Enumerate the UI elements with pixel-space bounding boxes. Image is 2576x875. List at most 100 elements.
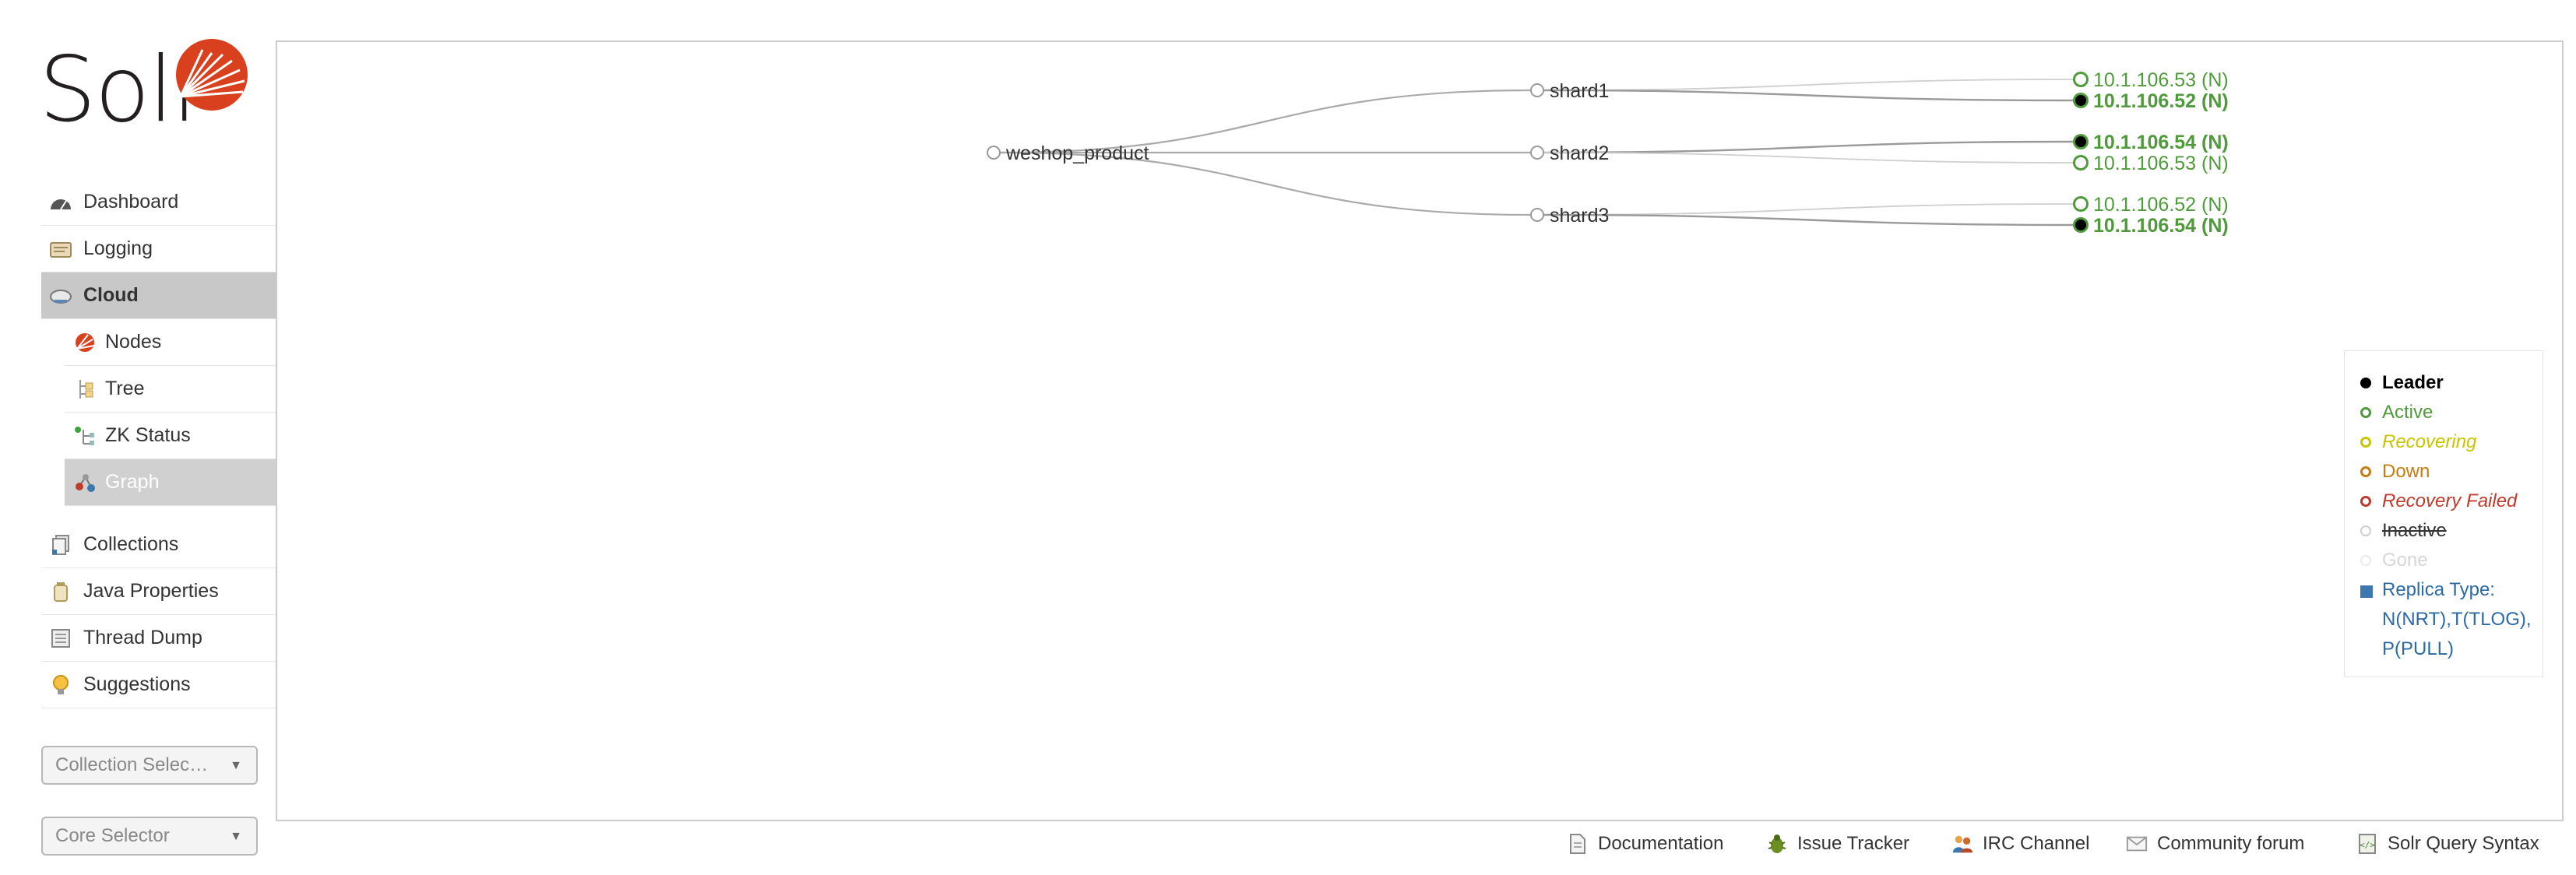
- graph-link: [999, 89, 1532, 154]
- replica-node-label[interactable]: 10.1.106.52 (N): [2093, 90, 2229, 112]
- footer-link-documentation[interactable]: Documentation: [1567, 828, 1723, 859]
- gone-dot-icon: [2360, 555, 2371, 566]
- collection-selector[interactable]: Collection Selec… ▼: [41, 746, 258, 785]
- shard-node-label[interactable]: shard3: [1550, 205, 1609, 227]
- graph-link: [1543, 140, 2075, 154]
- sidebar-item-label: Cloud: [83, 284, 139, 306]
- sidebar-item-label: Tree: [105, 378, 145, 399]
- legend-label: Down: [2382, 461, 2430, 482]
- sidebar-nav: Dashboard Logging Cloud Nodes Tree: [41, 179, 276, 708]
- query-syntax-icon: </>: [2356, 833, 2378, 855]
- sidebar-item-collections[interactable]: Collections: [41, 522, 276, 568]
- shard-node-icon[interactable]: [1530, 208, 1544, 222]
- leader-replica-node-icon[interactable]: [2073, 93, 2089, 108]
- footer-link-issue-tracker[interactable]: Issue Tracker: [1766, 828, 1909, 859]
- sidebar-item-label: Logging: [83, 237, 153, 259]
- footer-link-irc-channel[interactable]: IRC Channel: [1951, 828, 2089, 859]
- sidebar-item-nodes[interactable]: Nodes: [65, 319, 276, 366]
- cloud-icon: [49, 286, 72, 306]
- legend-replica-type-values: N(NRT),T(TLOG),: [2382, 609, 2532, 630]
- core-selector[interactable]: Core Selector ▼: [41, 817, 258, 856]
- legend-label: Leader: [2382, 372, 2444, 393]
- replica-type-square-icon: [2360, 585, 2373, 598]
- sidebar-item-dashboard[interactable]: Dashboard: [41, 179, 276, 226]
- legend-label: Recovery Failed: [2382, 490, 2518, 511]
- collection-selector-value: Collection Selec…: [55, 754, 209, 775]
- graph-link: [1543, 203, 2075, 216]
- leader-dot-icon: [2360, 378, 2371, 388]
- legend-label: Inactive: [2382, 520, 2447, 541]
- shard-node-label[interactable]: shard2: [1550, 142, 1609, 164]
- legend-label: Active: [2382, 402, 2433, 423]
- shard-node-label[interactable]: shard1: [1550, 80, 1609, 102]
- replica-node-icon[interactable]: [2073, 196, 2089, 212]
- replica-node-icon[interactable]: [2073, 72, 2089, 87]
- collections-icon: [49, 534, 72, 555]
- irc-people-icon: [1951, 833, 1973, 855]
- leader-replica-node-icon[interactable]: [2073, 217, 2089, 233]
- legend-replica-type: Replica Type: N(NRT),T(TLOG), P(PULL): [2360, 575, 2543, 664]
- replica-node-label[interactable]: 10.1.106.54 (N): [2093, 132, 2229, 153]
- footer-link-label: IRC Channel: [1983, 833, 2090, 854]
- footer-link-community-forum[interactable]: Community forum: [2126, 828, 2304, 859]
- sidebar-item-graph[interactable]: Graph: [65, 459, 276, 506]
- replica-node-label[interactable]: 10.1.106.52 (N): [2093, 194, 2229, 216]
- sidebar-item-cloud[interactable]: Cloud: [41, 272, 276, 319]
- legend-label: Recovering: [2382, 431, 2477, 452]
- tree-icon: [74, 379, 96, 399]
- recovering-dot-icon: [2360, 437, 2371, 448]
- replica-node-label[interactable]: 10.1.106.53 (N): [2093, 153, 2229, 174]
- collection-node-icon[interactable]: [987, 146, 1001, 160]
- collection-node-label[interactable]: weshop_product: [1005, 142, 1149, 164]
- leader-replica-node-icon[interactable]: [2073, 134, 2089, 149]
- graph-legend: Leader Active Recovering Down Recovery F…: [2344, 350, 2543, 677]
- graph-link: [1543, 152, 2075, 163]
- svg-text:</>: </>: [2360, 840, 2375, 850]
- sidebar-item-suggestions[interactable]: Suggestions: [41, 662, 276, 708]
- mail-icon: [2126, 833, 2148, 855]
- sidebar-item-logging[interactable]: Logging: [41, 226, 276, 272]
- graph-link: [1543, 213, 2075, 227]
- sidebar-item-zk-status[interactable]: ZK Status: [65, 413, 276, 459]
- replica-node-icon[interactable]: [2073, 155, 2089, 170]
- legend-inactive: Inactive: [2360, 516, 2543, 546]
- dashboard-icon: [49, 192, 72, 213]
- shard-node-icon[interactable]: [1530, 83, 1544, 97]
- graph-link: [999, 151, 1532, 216]
- java-properties-icon: [49, 582, 72, 602]
- footer-link-label: Documentation: [1598, 833, 1724, 854]
- shard-node-icon[interactable]: [1530, 146, 1544, 160]
- sidebar-item-label: Java Properties: [83, 580, 219, 602]
- active-dot-icon: [2360, 407, 2371, 418]
- footer-link-solr-query-syntax[interactable]: </> Solr Query Syntax: [2356, 828, 2539, 859]
- footer-link-label: Community forum: [2157, 833, 2305, 854]
- replica-node-label[interactable]: 10.1.106.54 (N): [2093, 215, 2229, 237]
- down-dot-icon: [2360, 466, 2371, 477]
- legend-replica-type-label: Replica Type:: [2382, 579, 2495, 600]
- core-selector-value: Core Selector: [55, 825, 170, 846]
- inactive-dot-icon: [2360, 525, 2371, 536]
- legend-recovery-failed: Recovery Failed: [2360, 487, 2543, 516]
- graph-icon: [74, 473, 96, 493]
- sidebar-item-label: ZK Status: [105, 424, 191, 446]
- legend-recovering: Recovering: [2360, 427, 2543, 457]
- thread-dump-icon: [49, 628, 72, 648]
- sidebar-item-label: Collections: [83, 533, 179, 555]
- sidebar-item-java-properties[interactable]: Java Properties: [41, 568, 276, 615]
- graph-link: [1543, 89, 2075, 102]
- sidebar-item-label: Suggestions: [83, 673, 191, 695]
- replica-node-label[interactable]: 10.1.106.53 (N): [2093, 69, 2229, 91]
- chevron-down-icon: ▼: [230, 830, 242, 843]
- legend-replica-type-values: P(PULL): [2382, 638, 2455, 659]
- sidebar-item-label: Graph: [105, 471, 160, 493]
- logging-icon: [49, 239, 72, 259]
- solr-logo[interactable]: Solr: [39, 37, 249, 146]
- legend-leader: Leader: [2360, 368, 2543, 398]
- sidebar-item-tree[interactable]: Tree: [65, 366, 276, 413]
- sidebar-item-thread-dump[interactable]: Thread Dump: [41, 615, 276, 662]
- zk-status-icon: [74, 426, 96, 446]
- footer-link-label: Solr Query Syntax: [2388, 833, 2539, 854]
- footer-link-label: Issue Tracker: [1797, 833, 1910, 854]
